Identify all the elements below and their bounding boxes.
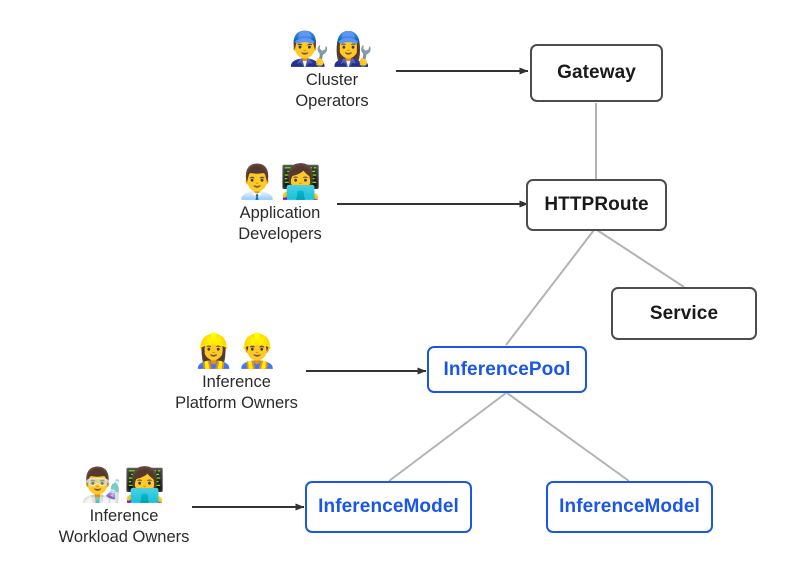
cluster-operators-label: Cluster Operators [295, 71, 369, 110]
inference-workload-owners-icons: 👨‍🔬👩‍💻 [80, 465, 168, 504]
edge-inferencepool-inferencemodel-2 [506, 392, 630, 482]
node-inferencepool[interactable]: InferencePool [427, 346, 587, 393]
node-gateway[interactable]: Gateway [530, 44, 663, 102]
actor-application-developers[interactable]: 👨‍💼👩‍💻 Application Developers [203, 163, 357, 245]
cluster-operators-icons: 👨‍🔧👩‍🔧 [288, 29, 376, 68]
node-httproute[interactable]: HTTPRoute [526, 179, 667, 231]
inference-platform-owners-label: Inference Platform Owners [175, 373, 298, 412]
inference-platform-owners-icons: 👷‍♀️👷‍♂️ [193, 331, 280, 370]
edge-inferencepool-inferencemodel-1 [388, 392, 507, 482]
application-developers-icons: 👨‍💼👩‍💻 [236, 162, 324, 201]
node-service-label: Service [649, 302, 719, 324]
application-developers-label: Application Developers [238, 204, 322, 243]
node-inferencemodel-2-label: InferenceModel [559, 496, 700, 517]
node-inferencepool-label: InferencePool [443, 358, 571, 380]
edge-httproute-service [596, 229, 685, 288]
node-inferencemodel-2[interactable]: InferenceModel [546, 481, 713, 533]
node-service[interactable]: Service [611, 287, 757, 340]
node-inferencemodel-1-label: InferenceModel [318, 496, 459, 517]
actor-inference-workload-owners[interactable]: 👨‍🔬👩‍💻 Inference Workload Owners [40, 466, 208, 548]
node-httproute-label: HTTPRoute [544, 194, 649, 215]
actor-cluster-operators[interactable]: 👨‍🔧👩‍🔧 Cluster Operators [260, 30, 404, 112]
node-inferencemodel-1[interactable]: InferenceModel [305, 481, 472, 533]
inference-workload-owners-label: Inference Workload Owners [58, 507, 190, 546]
node-gateway-label: Gateway [557, 62, 636, 83]
edge-httproute-inferencepool [505, 229, 595, 346]
actor-inference-platform-owners[interactable]: 👷‍♀️👷‍♂️ Inference Platform Owners [155, 332, 318, 414]
